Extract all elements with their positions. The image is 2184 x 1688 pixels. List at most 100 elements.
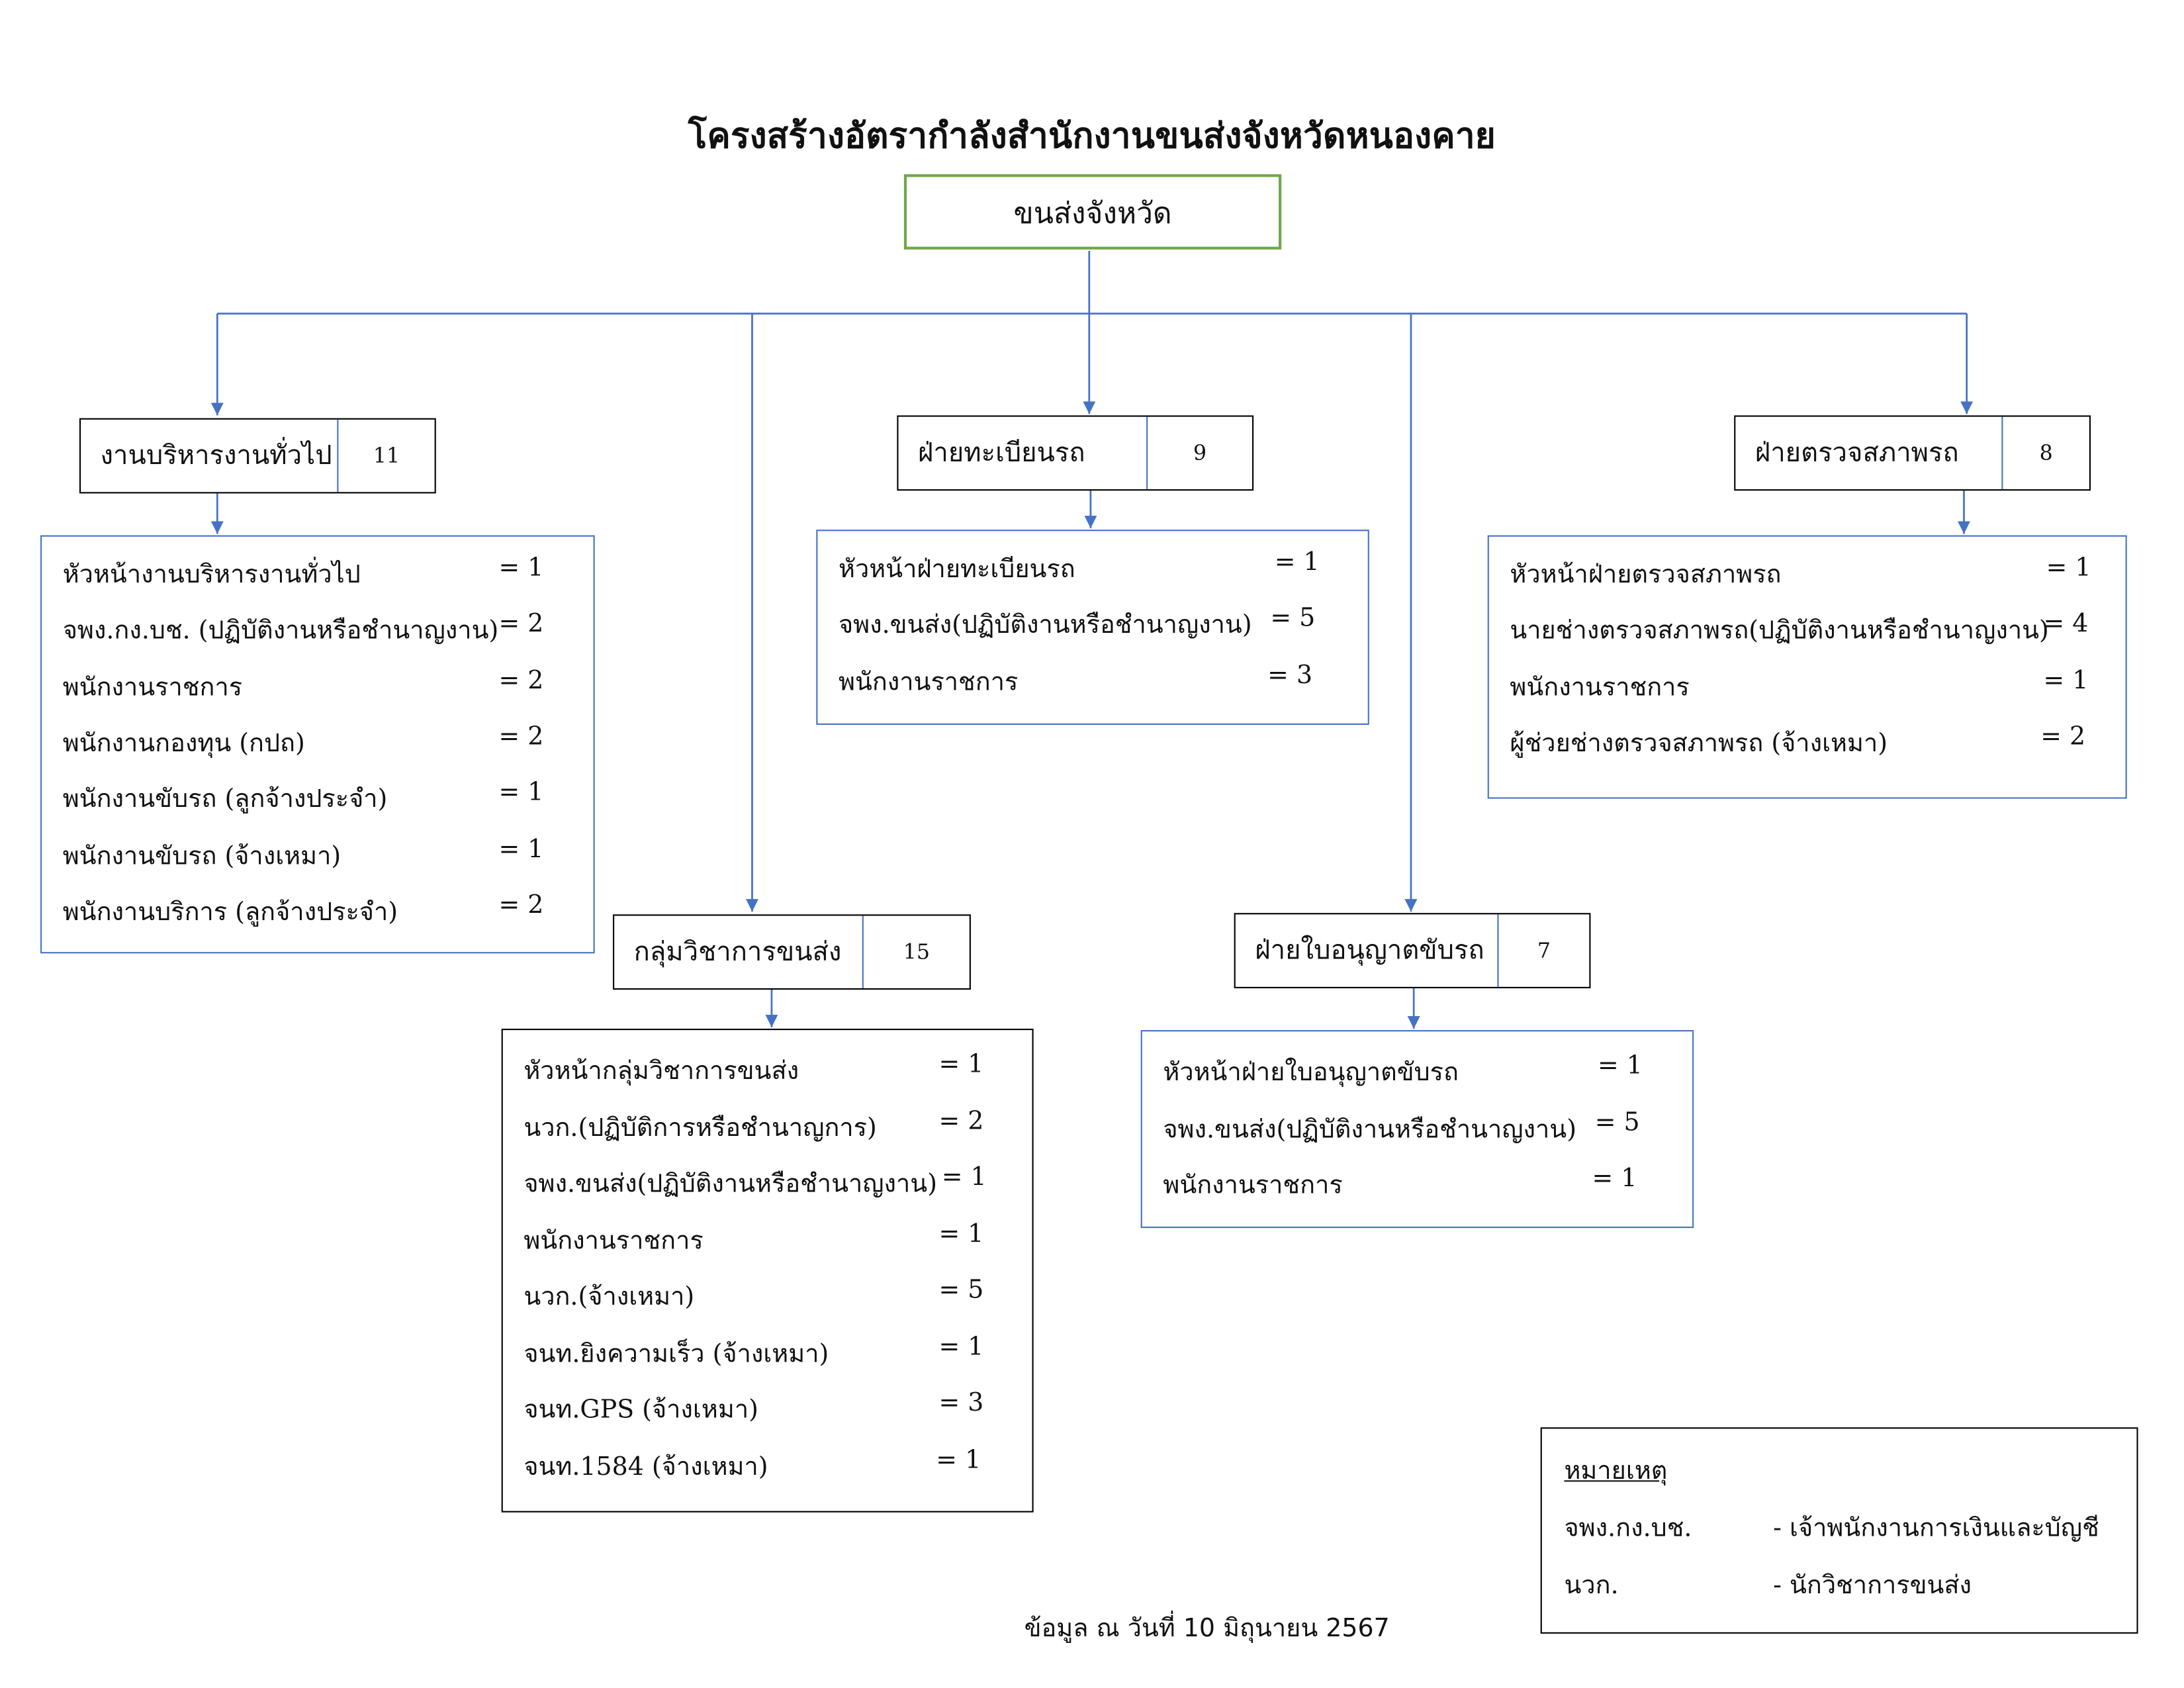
position-qty: = 1 bbox=[498, 553, 544, 583]
position-title: นวก.(จ้างเหมา) bbox=[523, 1282, 695, 1312]
note-meaning: - นักวิชาการขนส่ง bbox=[1773, 1571, 1972, 1601]
note-meaning: - เจ้าพนักงานการเงินและบัญชี bbox=[1773, 1513, 2099, 1544]
position-title: พนักงานขับรถ (จ้างเหมา) bbox=[62, 841, 341, 872]
unit-label: ฝ่ายตรวจสภาพรถ bbox=[1754, 438, 1959, 469]
position-row: ผู้ช่วยช่างตรวจสภาพรถ (จ้างเหมา) = 2 bbox=[1489, 722, 2126, 778]
position-qty: = 2 bbox=[498, 722, 544, 751]
position-title: นายช่างตรวจสภาพรถ(ปฏิบัติงานหรือชำนาญงาน… bbox=[1510, 616, 2049, 645]
unit-count: 8 bbox=[2001, 416, 2089, 490]
unit-header-general-admin: งานบริหารงานทั่วไป 11 bbox=[79, 418, 436, 494]
position-row: จนท.ยิงความเร็ว (จ้างเหมา)= 1 bbox=[503, 1333, 1032, 1388]
position-qty: = 1 bbox=[498, 777, 544, 808]
unit-label: กลุ่มวิชาการขนส่ง bbox=[633, 937, 842, 968]
position-row: พนักงานราชการ = 1 bbox=[503, 1219, 1032, 1275]
position-title: หัวหน้างานบริหารงานทั่วไป bbox=[62, 560, 361, 590]
position-row: พนักงานราชการ= 1 bbox=[1489, 667, 2126, 722]
chart-title: โครงสร้างอัตรากำลังสำนักงานขนส่งจังหวัดห… bbox=[688, 115, 1496, 156]
position-qty: = 5 bbox=[1594, 1108, 1640, 1138]
position-qty: = 1 bbox=[1592, 1164, 1637, 1194]
unit-count: 11 bbox=[337, 419, 434, 492]
position-row: หัวหน้าฝ่ายตรวจสภาพรถ = 1 bbox=[1489, 553, 2126, 609]
position-qty: = 1 bbox=[2043, 666, 2089, 696]
position-row: นวก.(ปฏิบัติการหรือชำนาญการ) = 2 bbox=[503, 1107, 1032, 1162]
position-title: หัวหน้าฝ่ายใบอนุญาตขับรถ bbox=[1163, 1058, 1459, 1088]
position-qty: = 4 bbox=[2043, 609, 2089, 639]
position-row: หัวหน้าฝ่ายทะเบียนรถ = 1 bbox=[817, 548, 1367, 604]
unit-header-academic: กลุ่มวิชาการขนส่ง 15 bbox=[613, 914, 971, 990]
position-qty: = 2 bbox=[498, 666, 544, 696]
position-title: จพง.กง.บช. (ปฏิบัติงานหรือชำนาญงาน) bbox=[62, 616, 499, 645]
position-qty: = 1 bbox=[1597, 1051, 1643, 1080]
position-title: จนท.ยิงความเร็ว (จ้างเหมา) bbox=[523, 1339, 829, 1369]
position-title: พนักงานบริการ (ลูกจ้างประจำ) bbox=[62, 898, 398, 927]
position-qty: = 3 bbox=[1267, 661, 1313, 690]
positions-box-academic: หัวหน้ากลุ่มวิชาการขนส่ง = 1 นวก.(ปฏิบัติ… bbox=[501, 1029, 1034, 1513]
positions-box-general-admin: หัวหน้างานบริหารงานทั่วไป = 1 จพง.กง.บช. … bbox=[40, 535, 595, 954]
note-abbreviation: จพง.กง.บช. bbox=[1564, 1513, 1692, 1544]
position-qty: = 5 bbox=[938, 1275, 984, 1305]
position-qty: = 2 bbox=[2040, 722, 2086, 751]
data-date-footer: ข้อมูล ณ วันที่ 10 มิถุนายน 2567 bbox=[1024, 1614, 1390, 1644]
position-title: พนักงานราชการ bbox=[523, 1227, 704, 1256]
root-node: ขนส่งจังหวัด bbox=[903, 174, 1282, 250]
position-row: นายช่างตรวจสภาพรถ(ปฏิบัติงานหรือชำนาญงาน… bbox=[1489, 609, 2126, 665]
position-row: จพง.ขนส่ง(ปฏิบัติงานหรือชำนาญงาน)= 1 bbox=[503, 1162, 1032, 1218]
position-row: หัวหน้างานบริหารงานทั่วไป = 1 bbox=[42, 553, 593, 609]
position-qty: = 1 bbox=[498, 835, 544, 865]
positions-box-license: หัวหน้าฝ่ายใบอนุญาตขับรถ = 1 จพง.ขนส่ง(ปฏ… bbox=[1140, 1030, 1694, 1229]
position-row: จนท.1584 (จ้างเหมา) = 1 bbox=[503, 1446, 1032, 1501]
position-qty: = 1 bbox=[941, 1162, 987, 1192]
position-title: จพง.ขนส่ง(ปฏิบัติงานหรือชำนาญงาน) bbox=[523, 1169, 938, 1199]
position-title: พนักงานราชการ bbox=[62, 673, 243, 703]
position-title: ผู้ช่วยช่างตรวจสภาพรถ (จ้างเหมา) bbox=[1510, 729, 1888, 759]
position-qty: = 1 bbox=[938, 1049, 984, 1079]
position-row: จนท.GPS (จ้างเหมา) = 3 bbox=[503, 1388, 1032, 1444]
note-row: นวก. - นักวิชาการขนส่ง bbox=[1564, 1564, 2136, 1620]
unit-label: ฝ่ายทะเบียนรถ bbox=[917, 438, 1085, 469]
position-row: พนักงานขับรถ (จ้างเหมา) = 1 bbox=[42, 835, 593, 890]
position-title: จนท.GPS (จ้างเหมา) bbox=[523, 1395, 758, 1425]
unit-count: 7 bbox=[1497, 914, 1589, 987]
position-row: พนักงานกองทุน (กปถ) = 2 bbox=[42, 722, 593, 778]
position-title: พนักงานขับรถ (ลูกจ้างประจำ) bbox=[62, 784, 388, 814]
position-qty: = 1 bbox=[1274, 547, 1320, 577]
position-title: พนักงานราชการ bbox=[1163, 1170, 1343, 1201]
position-title: หัวหน้าฝ่ายทะเบียนรถ bbox=[838, 555, 1075, 585]
position-qty: = 2 bbox=[938, 1106, 984, 1137]
position-title: นวก.(ปฏิบัติการหรือชำนาญการ) bbox=[523, 1113, 877, 1143]
position-row: พนักงานราชการ = 3 bbox=[817, 661, 1367, 716]
position-row: หัวหน้ากลุ่มวิชาการขนส่ง = 1 bbox=[503, 1050, 1032, 1105]
position-row: จพง.กง.บช. (ปฏิบัติงานหรือชำนาญงาน)= 2 bbox=[42, 609, 593, 665]
position-qty: = 3 bbox=[938, 1388, 984, 1418]
unit-label: งานบริหารงานทั่วไป bbox=[100, 440, 332, 471]
position-row: พนักงานราชการ = 1 bbox=[1142, 1164, 1692, 1219]
position-row: จพง.ขนส่ง(ปฏิบัติงานหรือชำนาญงาน) = 5 bbox=[1142, 1108, 1692, 1164]
position-qty: = 2 bbox=[498, 890, 544, 920]
position-qty: = 1 bbox=[2046, 553, 2091, 583]
position-title: จพง.ขนส่ง(ปฏิบัติงานหรือชำนาญงาน) bbox=[1163, 1115, 1577, 1145]
unit-header-inspection: ฝ่ายตรวจสภาพรถ 8 bbox=[1734, 415, 2091, 491]
unit-count: 15 bbox=[862, 915, 970, 988]
position-title: หัวหน้าฝ่ายตรวจสภาพรถ bbox=[1510, 560, 1782, 590]
position-qty: = 2 bbox=[498, 609, 544, 639]
position-row: พนักงานราชการ = 2 bbox=[42, 667, 593, 722]
position-qty: = 1 bbox=[938, 1219, 984, 1249]
position-title: จนท.1584 (จ้างเหมา) bbox=[523, 1452, 768, 1482]
position-qty: = 1 bbox=[936, 1445, 981, 1475]
unit-header-license: ฝ่ายใบอนุญาตขับรถ 7 bbox=[1234, 913, 1591, 988]
unit-count: 9 bbox=[1146, 416, 1252, 490]
position-row: พนักงานขับรถ (ลูกจ้างประจำ) = 1 bbox=[42, 778, 593, 833]
position-row: นวก.(จ้างเหมา) = 5 bbox=[503, 1276, 1032, 1331]
position-row: หัวหน้าฝ่ายใบอนุญาตขับรถ = 1 bbox=[1142, 1051, 1692, 1107]
position-title: หัวหน้ากลุ่มวิชาการขนส่ง bbox=[523, 1056, 799, 1086]
position-row: พนักงานบริการ (ลูกจ้างประจำ) = 2 bbox=[42, 891, 593, 947]
positions-box-registration: หัวหน้าฝ่ายทะเบียนรถ= 1 จพง.ขนส่ง(ปฏิบัต… bbox=[816, 530, 1369, 725]
position-title: พนักงานกองทุน (กปถ) bbox=[62, 729, 305, 759]
note-row: จพง.กง.บช. - เจ้าพนักงานการเงินและบัญชี bbox=[1564, 1507, 2136, 1562]
position-title: พนักงานราชการ bbox=[838, 667, 1019, 697]
positions-box-inspection: หัวหน้าฝ่ายตรวจสภาพรถ = 1 นายช่างตรวจสภาพ… bbox=[1487, 535, 2127, 799]
note-abbreviation: นวก. bbox=[1564, 1571, 1619, 1601]
